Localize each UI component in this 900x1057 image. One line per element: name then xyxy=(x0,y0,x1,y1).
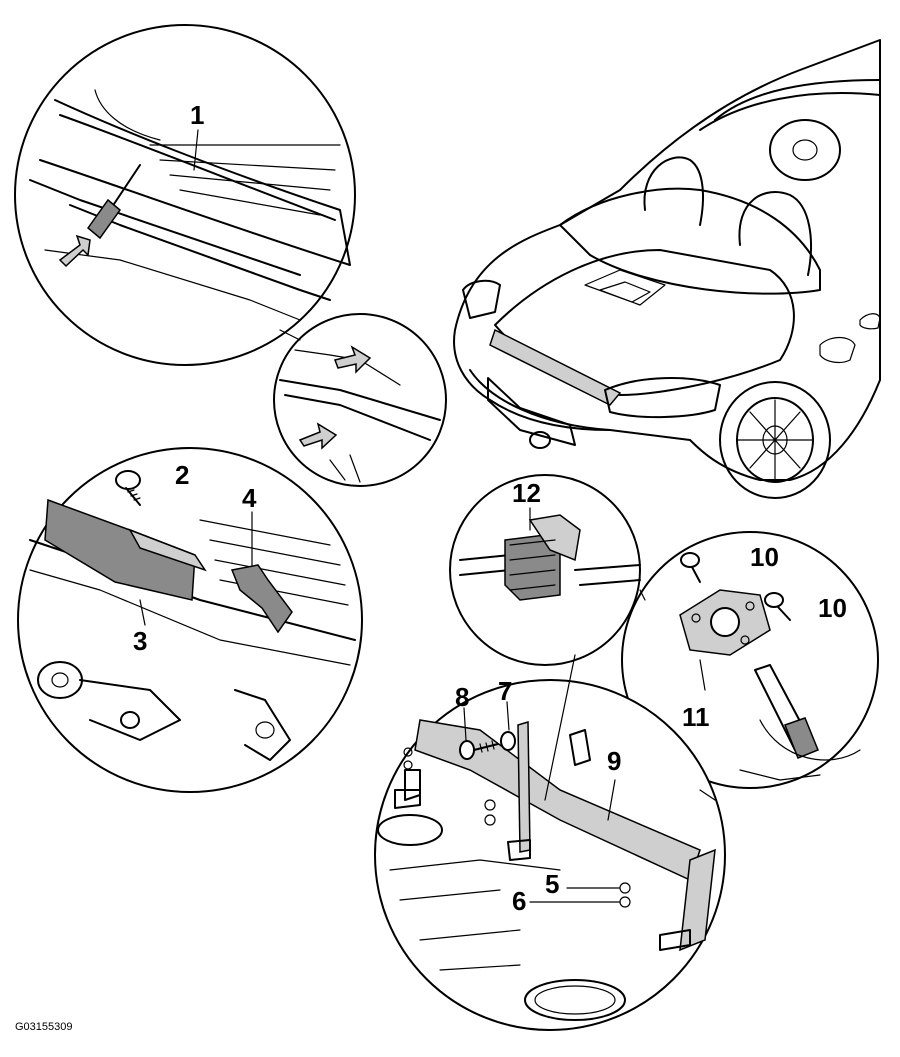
arrow-icon xyxy=(58,234,91,268)
highlight-strip xyxy=(489,328,622,406)
callout-12: 12 xyxy=(512,478,541,508)
callout-7: 7 xyxy=(498,676,512,706)
car-illustration xyxy=(453,39,881,499)
figure-id: G03155309 xyxy=(15,1021,73,1033)
screw-icon xyxy=(764,592,791,621)
callout-3: 3 xyxy=(133,626,147,656)
support-stay xyxy=(517,720,531,853)
connector-line xyxy=(639,589,646,601)
callout-11: 11 xyxy=(682,702,710,732)
detail-circle-bracket xyxy=(621,531,879,789)
callout-6: 6 xyxy=(512,886,526,916)
screw-icon xyxy=(115,470,141,506)
callout-4: 4 xyxy=(242,483,257,513)
bolt-icon xyxy=(459,740,499,760)
screwdriver xyxy=(86,198,122,240)
clip-part xyxy=(230,564,293,634)
callout-10b: 10 xyxy=(818,593,847,623)
detail-circle-2 xyxy=(17,447,363,793)
screw-icon xyxy=(680,552,701,583)
detail-circle-1 xyxy=(14,24,356,366)
detail-circle-connector xyxy=(449,474,641,666)
clip-arrow-icon xyxy=(334,345,372,374)
callout-5: 5 xyxy=(545,869,559,899)
callout-1: 1 xyxy=(190,100,204,130)
callout-9: 9 xyxy=(607,746,621,776)
callout-2: 2 xyxy=(175,460,189,490)
detail-circle-frame xyxy=(374,654,726,1031)
detail-circle-clip xyxy=(273,313,447,487)
callout-8: 8 xyxy=(455,682,469,712)
callout-10a: 10 xyxy=(750,542,779,572)
